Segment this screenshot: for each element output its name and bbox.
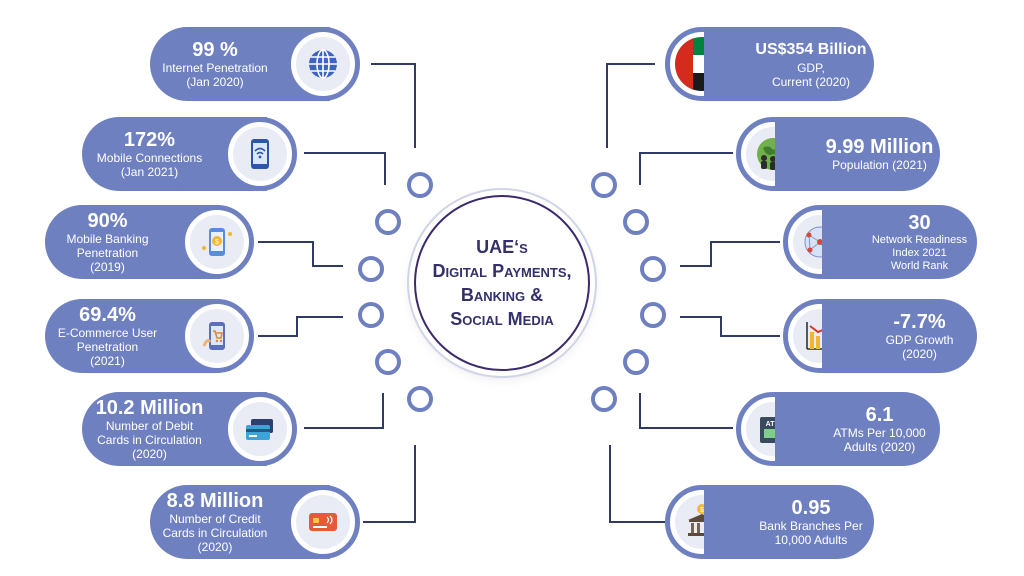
connector-ring	[375, 209, 401, 235]
connector-ring	[358, 256, 384, 282]
svg-text:$: $	[215, 239, 219, 246]
center-title-circle: UAE‘s Digital Payments, Banking & Social…	[414, 195, 590, 371]
svg-text:ATM: ATM	[766, 421, 781, 428]
stat-label: GDP Growth (2020)	[885, 333, 954, 361]
svg-text:$: $	[700, 507, 704, 514]
credit-card-icon-badge	[286, 485, 360, 559]
mobile-banking-icon-badge: $	[180, 205, 254, 279]
mobile-shopping-icon-badge	[180, 299, 254, 373]
stat-label: Number of Debit Cards in Circulation (20…	[97, 419, 202, 461]
stat-label: Internet Penetration (Jan 2020)	[162, 61, 268, 89]
connector-ring	[591, 386, 617, 412]
stat-gdp-growth: -7.7% GDP Growth (2020)	[822, 299, 977, 373]
stat-value: 6.1	[865, 404, 894, 426]
stat-bank-branches: 0.95 Bank Branches Per 10,000 Adults	[704, 485, 874, 559]
debit-card-icon-badge	[223, 392, 297, 466]
stat-label: ATMs Per 10,000 Adults (2020)	[833, 426, 926, 454]
mobile-shopping-icon	[202, 322, 225, 350]
connector-ring	[640, 256, 666, 282]
stat-value: -7.7%	[893, 311, 946, 333]
globe-icon	[309, 49, 337, 79]
stat-label: Mobile Connections (Jan 2021)	[96, 151, 203, 179]
connector-ring	[623, 349, 649, 375]
connector-ring	[375, 349, 401, 375]
stat-label: Mobile Banking Penetration (2019)	[66, 232, 149, 274]
debit-card-icon	[246, 419, 273, 440]
smartphone-wifi-icon	[251, 139, 269, 169]
connector-ring	[623, 209, 649, 235]
stat-value: 90%	[87, 210, 128, 232]
stat-network-readiness: 30 Network Readiness Index 2021 World Ra…	[822, 205, 977, 279]
connector-ring	[591, 172, 617, 198]
connector-ring	[640, 302, 666, 328]
stat-value: 9.99 Million	[825, 136, 934, 158]
stat-label: Bank Branches Per 10,000 Adults	[759, 519, 863, 547]
stat-value: 30	[908, 211, 931, 234]
stat-value: US$354 Billion	[755, 41, 867, 58]
stat-atms: 6.1 ATMs Per 10,000 Adults (2020)	[775, 392, 940, 466]
stat-label: Number of Credit Cards in Circulation (2…	[162, 512, 268, 554]
connector-ring	[407, 172, 433, 198]
stat-value: 10.2 Million	[95, 397, 204, 419]
stat-gdp: US$354 Billion GDP, Current (2020)	[704, 27, 874, 101]
mobile-banking-icon: $	[202, 228, 232, 256]
stat-value: 69.4%	[79, 304, 136, 326]
credit-card-icon	[309, 513, 337, 531]
smartphone-wifi-icon-badge	[223, 117, 297, 191]
stat-value: 99 %	[192, 39, 238, 61]
stat-label: GDP, Current (2020)	[771, 61, 851, 89]
stat-value: 172%	[123, 129, 176, 151]
center-title: UAE‘s Digital Payments, Banking & Social…	[432, 237, 572, 329]
stat-label: Network Readiness Index 2021 World Rank	[871, 233, 968, 272]
connector-ring	[358, 302, 384, 328]
stat-population: 9.99 Million Population (2021)	[775, 117, 940, 191]
connector-ring	[407, 386, 433, 412]
stat-value: 0.95	[791, 497, 831, 519]
globe-icon-badge	[286, 27, 360, 101]
stat-label: E-Commerce User Penetration (2021)	[57, 326, 158, 368]
stat-label: Population (2021)	[832, 158, 927, 172]
stat-value: 8.8 Million	[166, 490, 264, 512]
